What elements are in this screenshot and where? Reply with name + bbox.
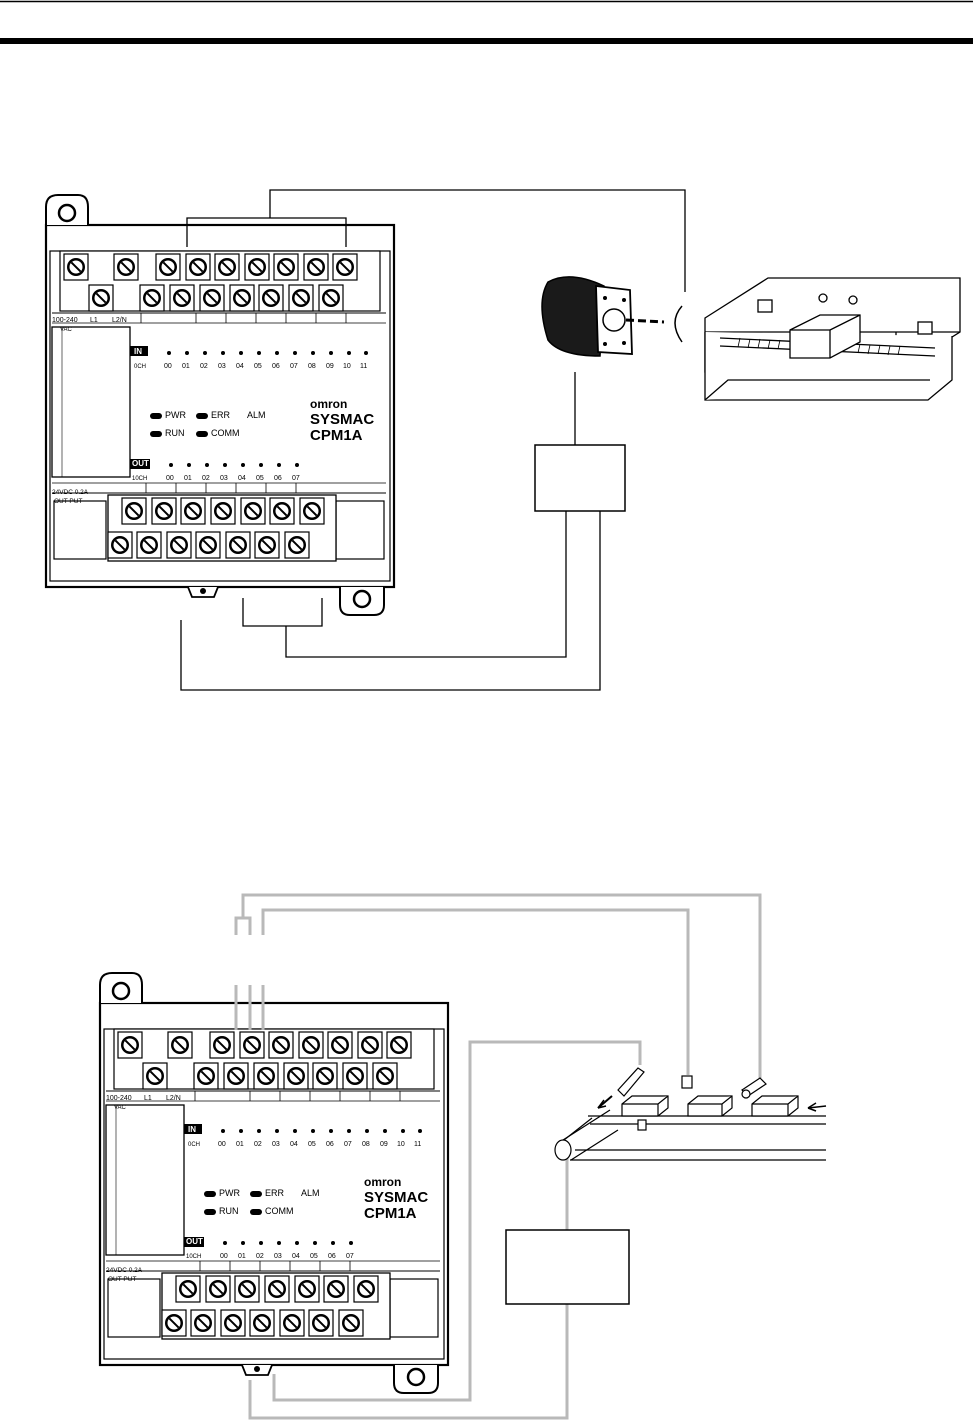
in-num-b-9: 09 — [380, 1141, 388, 1148]
power-label-1-b: 100-240 — [106, 1095, 132, 1102]
in-channel-b: 0CH — [188, 1142, 200, 1148]
bottom-diagram: 100-240 VAC L1 L2/N IN 0CH 00 01 02 03 0… — [100, 893, 827, 1420]
in-num-6: 06 — [272, 363, 280, 370]
out-num-b-3: 03 — [274, 1253, 282, 1260]
l2-label-b: L2/N — [166, 1095, 181, 1102]
l1-label-b: L1 — [144, 1095, 152, 1102]
indicator-pwr-b: PWR — [219, 1188, 240, 1198]
indicator-err: ERR — [211, 410, 231, 420]
out-num-b-4: 04 — [292, 1253, 300, 1260]
in-num-9: 09 — [326, 363, 334, 370]
in-num-8: 08 — [308, 363, 316, 370]
out-num-2: 02 — [202, 475, 210, 482]
motor-driver-box — [534, 444, 626, 512]
brand-series-b: SYSMAC — [364, 1189, 428, 1206]
in-num-b-1: 01 — [236, 1141, 244, 1148]
l1-label: L1 — [90, 317, 98, 324]
in-num-11: 11 — [360, 363, 367, 370]
out-num-7: 07 — [292, 475, 300, 482]
out-num-b-7: 07 — [346, 1253, 354, 1260]
in-num-1: 01 — [182, 363, 190, 370]
in-num-b-3: 03 — [272, 1141, 280, 1148]
brand-logo: omron — [310, 397, 347, 411]
in-num-0: 00 — [164, 363, 172, 370]
brand-model-b: CPM1A — [364, 1205, 417, 1222]
out-tag: OUT — [132, 459, 149, 468]
out-num-b-1: 01 — [238, 1253, 246, 1260]
in-channel: 0CH — [134, 364, 146, 370]
out-num-4: 04 — [238, 475, 246, 482]
indicator-alm-b: ALM — [301, 1188, 320, 1198]
wire-sensor-1 — [234, 916, 252, 935]
wire-sensor-3 — [261, 908, 690, 1075]
in-num-b-11: 11 — [414, 1141, 421, 1148]
power-label-2: VAC — [60, 327, 73, 333]
in-num-b-7: 07 — [344, 1141, 352, 1148]
power-label-1: 100-240 — [52, 317, 78, 324]
out-num-0: 00 — [166, 475, 174, 482]
wire-actuator — [272, 1040, 642, 1402]
in-num-b-2: 02 — [254, 1141, 262, 1148]
brand-series: SYSMAC — [310, 411, 374, 428]
in-tag: IN — [134, 347, 142, 356]
l2-label: L2/N — [112, 317, 127, 324]
in-num-b-5: 05 — [308, 1141, 316, 1148]
in-num-4: 04 — [236, 363, 244, 370]
in-num-b-10: 10 — [397, 1141, 405, 1148]
out-num-b-5: 05 — [310, 1253, 318, 1260]
in-num-10: 10 — [343, 363, 351, 370]
out-supply-2-b: OUT PUT — [108, 1276, 136, 1283]
out-num-6: 06 — [274, 475, 282, 482]
out-supply-1: 24VDC 0.2A — [52, 489, 89, 496]
indicator-err-b: ERR — [265, 1188, 285, 1198]
in-num-5: 05 — [254, 363, 262, 370]
header-thick-rule — [0, 38, 973, 44]
wire-sensor-2 — [241, 893, 762, 1078]
out-supply-1-b: 24VDC 0.2A — [106, 1267, 143, 1274]
out-num-b-0: 00 — [220, 1253, 228, 1260]
power-label-2-b: VAC — [114, 1105, 127, 1111]
top-wiring — [180, 189, 686, 691]
in-num-3: 03 — [218, 363, 226, 370]
ball-screw-stage — [704, 277, 961, 401]
stepper-motor — [541, 276, 683, 357]
out-num-b-2: 02 — [256, 1253, 264, 1260]
top-diagram: 100-240 VAC L1 L2/N IN 0CH 00 01 02 03 0… — [46, 189, 961, 691]
indicator-run: RUN — [165, 428, 185, 438]
indicator-run-b: RUN — [219, 1206, 239, 1216]
in-num-2: 02 — [200, 363, 208, 370]
out-num-3: 03 — [220, 475, 228, 482]
brand-logo-b: omron — [364, 1175, 401, 1189]
in-num-7: 07 — [290, 363, 298, 370]
indicator-comm-b: COMM — [265, 1206, 294, 1216]
out-supply-2: OUT PUT — [54, 498, 82, 505]
out-channel: 10CH — [132, 476, 147, 482]
out-tag-b: OUT — [186, 1237, 203, 1246]
wire-driver-to-supply — [180, 511, 601, 691]
out-num-b-6: 06 — [328, 1253, 336, 1260]
brand-model: CPM1A — [310, 427, 363, 444]
wire-output-bracket — [242, 598, 323, 627]
controller-box — [505, 1229, 630, 1305]
in-num-b-6: 06 — [326, 1141, 334, 1148]
in-num-b-8: 08 — [362, 1141, 370, 1148]
wire-controller-return — [248, 1304, 569, 1420]
wire-driver-to-output — [285, 511, 567, 658]
wire-input-bracket — [186, 217, 347, 247]
out-channel-b: 10CH — [186, 1254, 201, 1260]
indicator-pwr: PWR — [165, 410, 186, 420]
plc-bottom-labels: 100-240 VAC L1 L2/N IN 0CH 00 01 02 03 0… — [106, 1095, 428, 1283]
indicator-alm: ALM — [247, 410, 266, 420]
in-num-b-0: 00 — [218, 1141, 226, 1148]
out-num-5: 05 — [256, 475, 264, 482]
plc-top-labels: 100-240 VAC L1 L2/N IN 0CH 00 01 02 03 0… — [52, 317, 374, 505]
wire-input-to-encoder — [269, 189, 686, 292]
indicator-comm: COMM — [211, 428, 240, 438]
bottom-wiring — [234, 893, 762, 1420]
in-num-b-4: 04 — [290, 1141, 298, 1148]
out-num-1: 01 — [184, 475, 192, 482]
conveyor — [554, 1067, 827, 1161]
in-tag-b: IN — [188, 1125, 196, 1134]
